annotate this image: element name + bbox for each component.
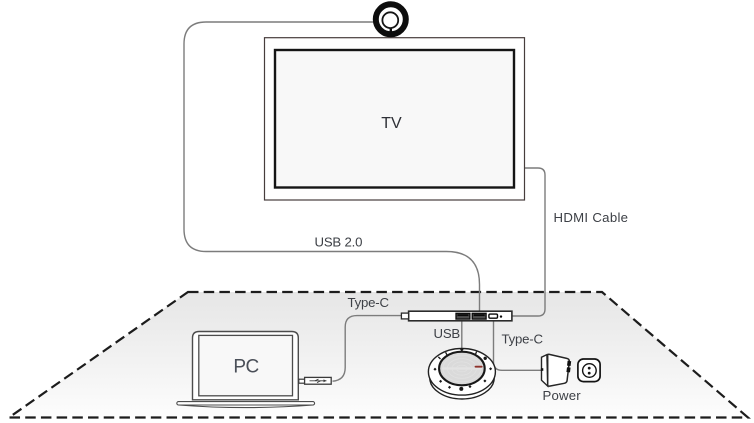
svg-text:HDMI Cable: HDMI Cable [554, 210, 629, 225]
svg-text:TV: TV [381, 115, 402, 132]
svg-text:Type-C: Type-C [348, 295, 390, 310]
svg-text:Power: Power [543, 388, 582, 403]
svg-text:USB 2.0: USB 2.0 [315, 234, 363, 249]
svg-text:PC: PC [233, 356, 258, 377]
svg-text:USB: USB [434, 326, 461, 341]
svg-text:Type-C: Type-C [502, 332, 544, 347]
